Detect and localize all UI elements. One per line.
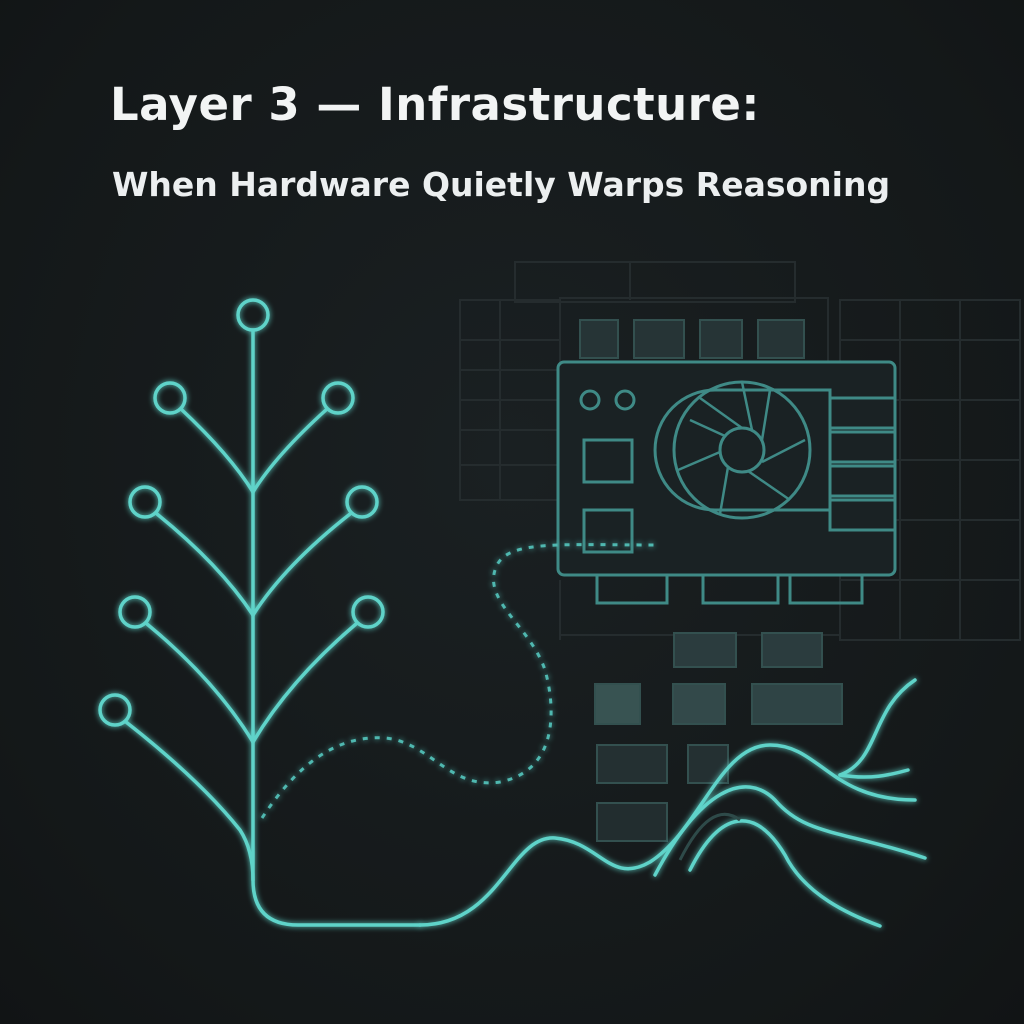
fan-icon (672, 380, 812, 520)
dotted-connection (260, 543, 661, 819)
page-subtitle: When Hardware Quietly Warps Reasoning (112, 165, 891, 204)
reasoning-tree-icon (98, 298, 422, 927)
memory-blocks (579, 319, 843, 842)
page-title: Layer 3 — Infrastructure: (110, 78, 760, 131)
wave-shadow (678, 812, 741, 861)
signal-wave-icon (418, 678, 927, 928)
gpu-card-icon (556, 360, 897, 605)
background-grid (459, 261, 1021, 641)
